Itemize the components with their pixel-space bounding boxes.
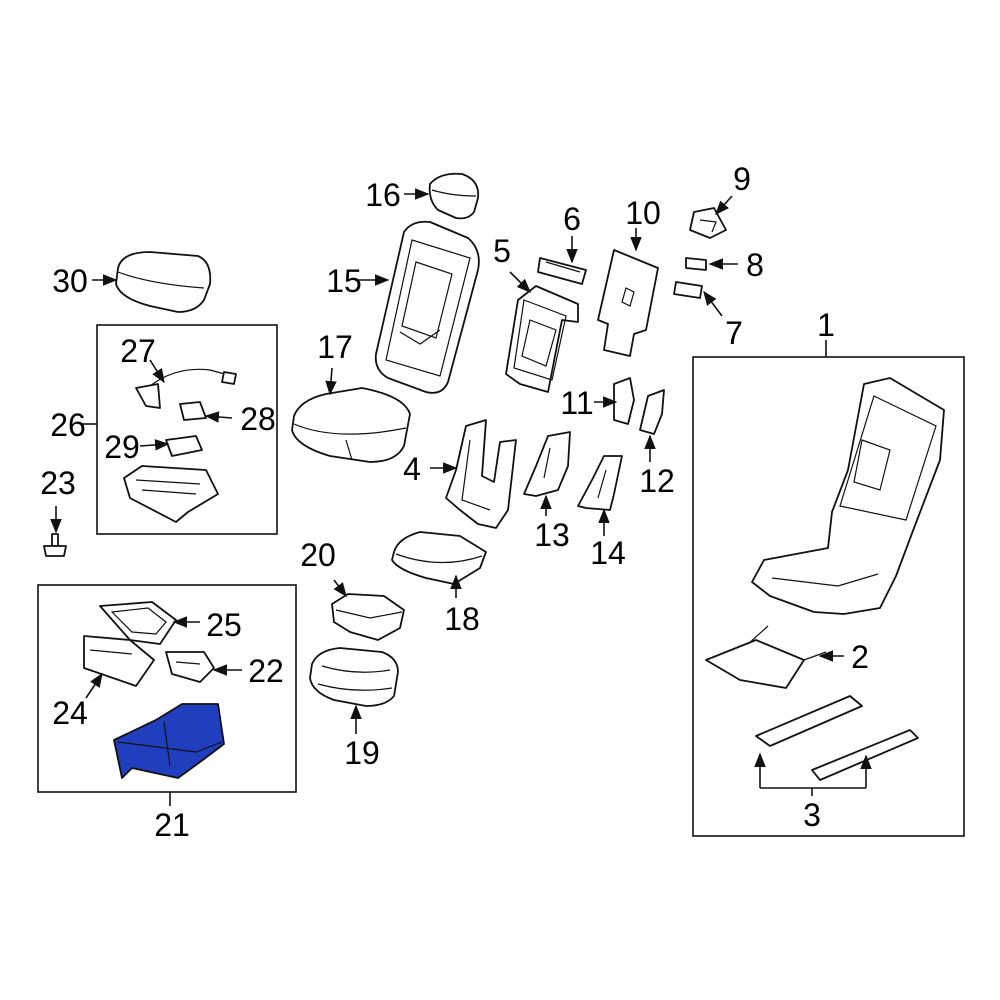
callout-5: 5 (493, 233, 511, 269)
part-23-bolt[interactable] (43, 533, 67, 557)
part-1-seat-frame[interactable] (751, 377, 945, 615)
callout-13: 13 (534, 517, 570, 553)
callout-20: 20 (300, 537, 336, 573)
group-box-1 (692, 356, 965, 837)
callout-24: 24 (52, 695, 88, 731)
callout-28: 28 (240, 401, 276, 437)
callout-10: 10 (625, 195, 661, 231)
part-14-side-shield[interactable] (577, 455, 623, 511)
callout-23: 23 (40, 465, 76, 501)
callout-15: 15 (326, 263, 362, 299)
callout-16: 16 (365, 177, 401, 213)
part-2-wire-frame[interactable] (705, 625, 827, 689)
part-13-side-shield[interactable] (523, 431, 571, 497)
callout-27: 27 (120, 333, 156, 369)
callout-7: 7 (725, 315, 743, 351)
part-28-bracket[interactable] (179, 401, 207, 421)
callout-6: 6 (563, 201, 581, 237)
callout-1: 1 (817, 307, 835, 343)
part-20-trim-pad[interactable] (331, 593, 405, 641)
callout-3: 3 (803, 797, 821, 833)
part-22-hinge[interactable] (165, 651, 215, 683)
part-24-bin[interactable] (83, 635, 155, 687)
callout-9: 9 (733, 161, 751, 197)
part-3-seat-rails[interactable] (755, 695, 919, 781)
part-10-back-panel[interactable] (597, 249, 659, 357)
part-25-bezel[interactable] (99, 601, 177, 645)
callout-26: 26 (50, 407, 86, 443)
group-box-26 (96, 324, 278, 535)
part-7-bezel[interactable] (673, 281, 703, 299)
part-11-trim-clip[interactable] (613, 377, 635, 425)
part-9-latch-cover[interactable] (689, 207, 727, 239)
part-15-backrest-cover[interactable] (374, 220, 480, 394)
part-19-cushion-pad[interactable] (309, 647, 399, 707)
part-4-side-frame[interactable] (445, 419, 517, 529)
part-29-handle[interactable] (165, 435, 203, 457)
callout-19: 19 (344, 735, 380, 771)
callout-25: 25 (206, 607, 242, 643)
callout-30: 30 (52, 263, 88, 299)
part-26-latch-base[interactable] (123, 465, 219, 523)
callout-29: 29 (104, 429, 140, 465)
part-21-armrest-base-highlighted[interactable] (113, 703, 225, 779)
callout-18: 18 (444, 601, 480, 637)
callout-8: 8 (746, 247, 764, 283)
callout-21: 21 (154, 807, 190, 843)
part-30-armrest-pad[interactable] (115, 251, 212, 313)
callout-12: 12 (639, 463, 675, 499)
callout-14: 14 (590, 535, 626, 571)
callout-11: 11 (560, 385, 593, 421)
callout-22: 22 (248, 653, 284, 689)
callout-17: 17 (317, 329, 353, 365)
part-18-bolster[interactable] (391, 531, 487, 585)
part-5-back-frame[interactable] (505, 285, 579, 393)
part-16-headrest[interactable] (428, 172, 480, 220)
part-12-trim-clip[interactable] (639, 389, 665, 435)
part-6-trim-strip[interactable] (537, 257, 587, 285)
group-box-21 (37, 584, 297, 793)
part-8-clip[interactable] (685, 257, 707, 271)
callout-2: 2 (851, 639, 869, 675)
part-17-cushion[interactable] (291, 387, 411, 463)
part-27-cable[interactable] (135, 368, 237, 409)
callout-4: 4 (403, 451, 421, 487)
